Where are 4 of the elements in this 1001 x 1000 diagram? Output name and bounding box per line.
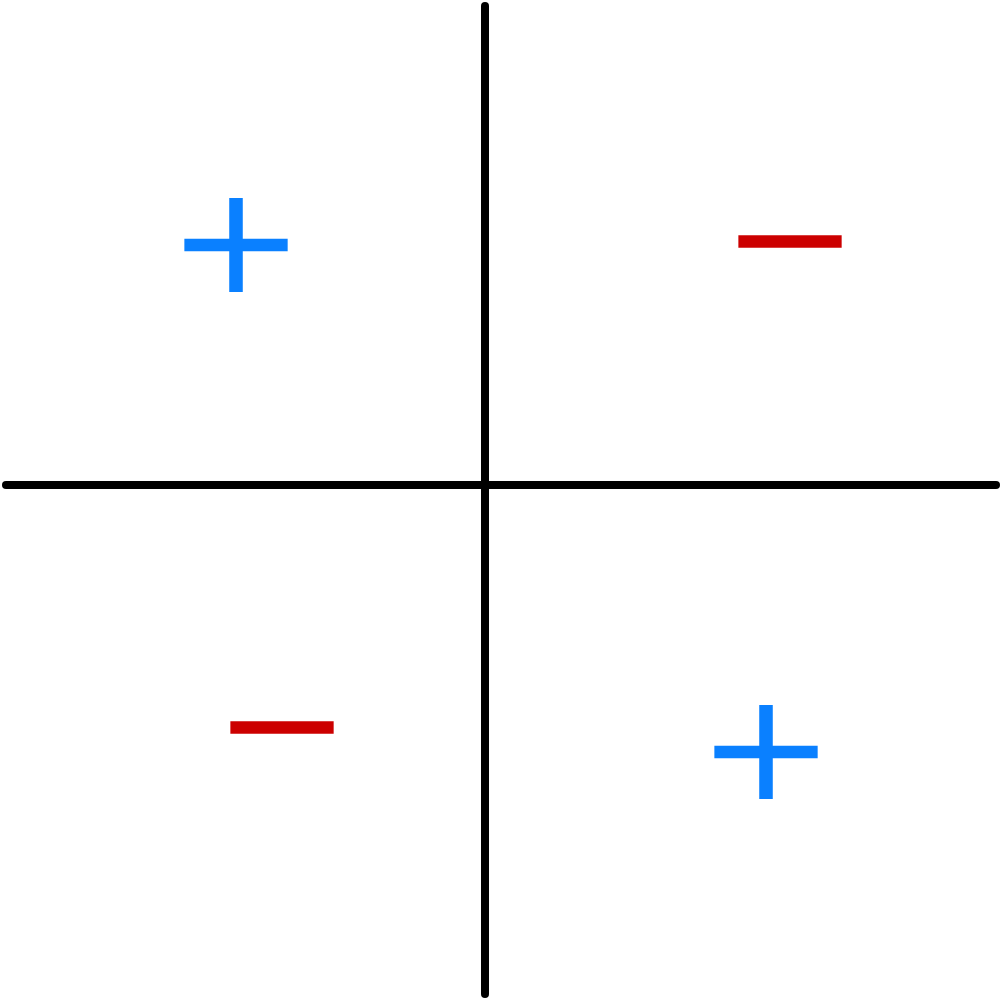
plus-sign: + [184, 198, 288, 292]
minus-sign: − [738, 235, 842, 248]
plus-sign: + [714, 705, 818, 799]
minus-sign: − [230, 721, 334, 734]
